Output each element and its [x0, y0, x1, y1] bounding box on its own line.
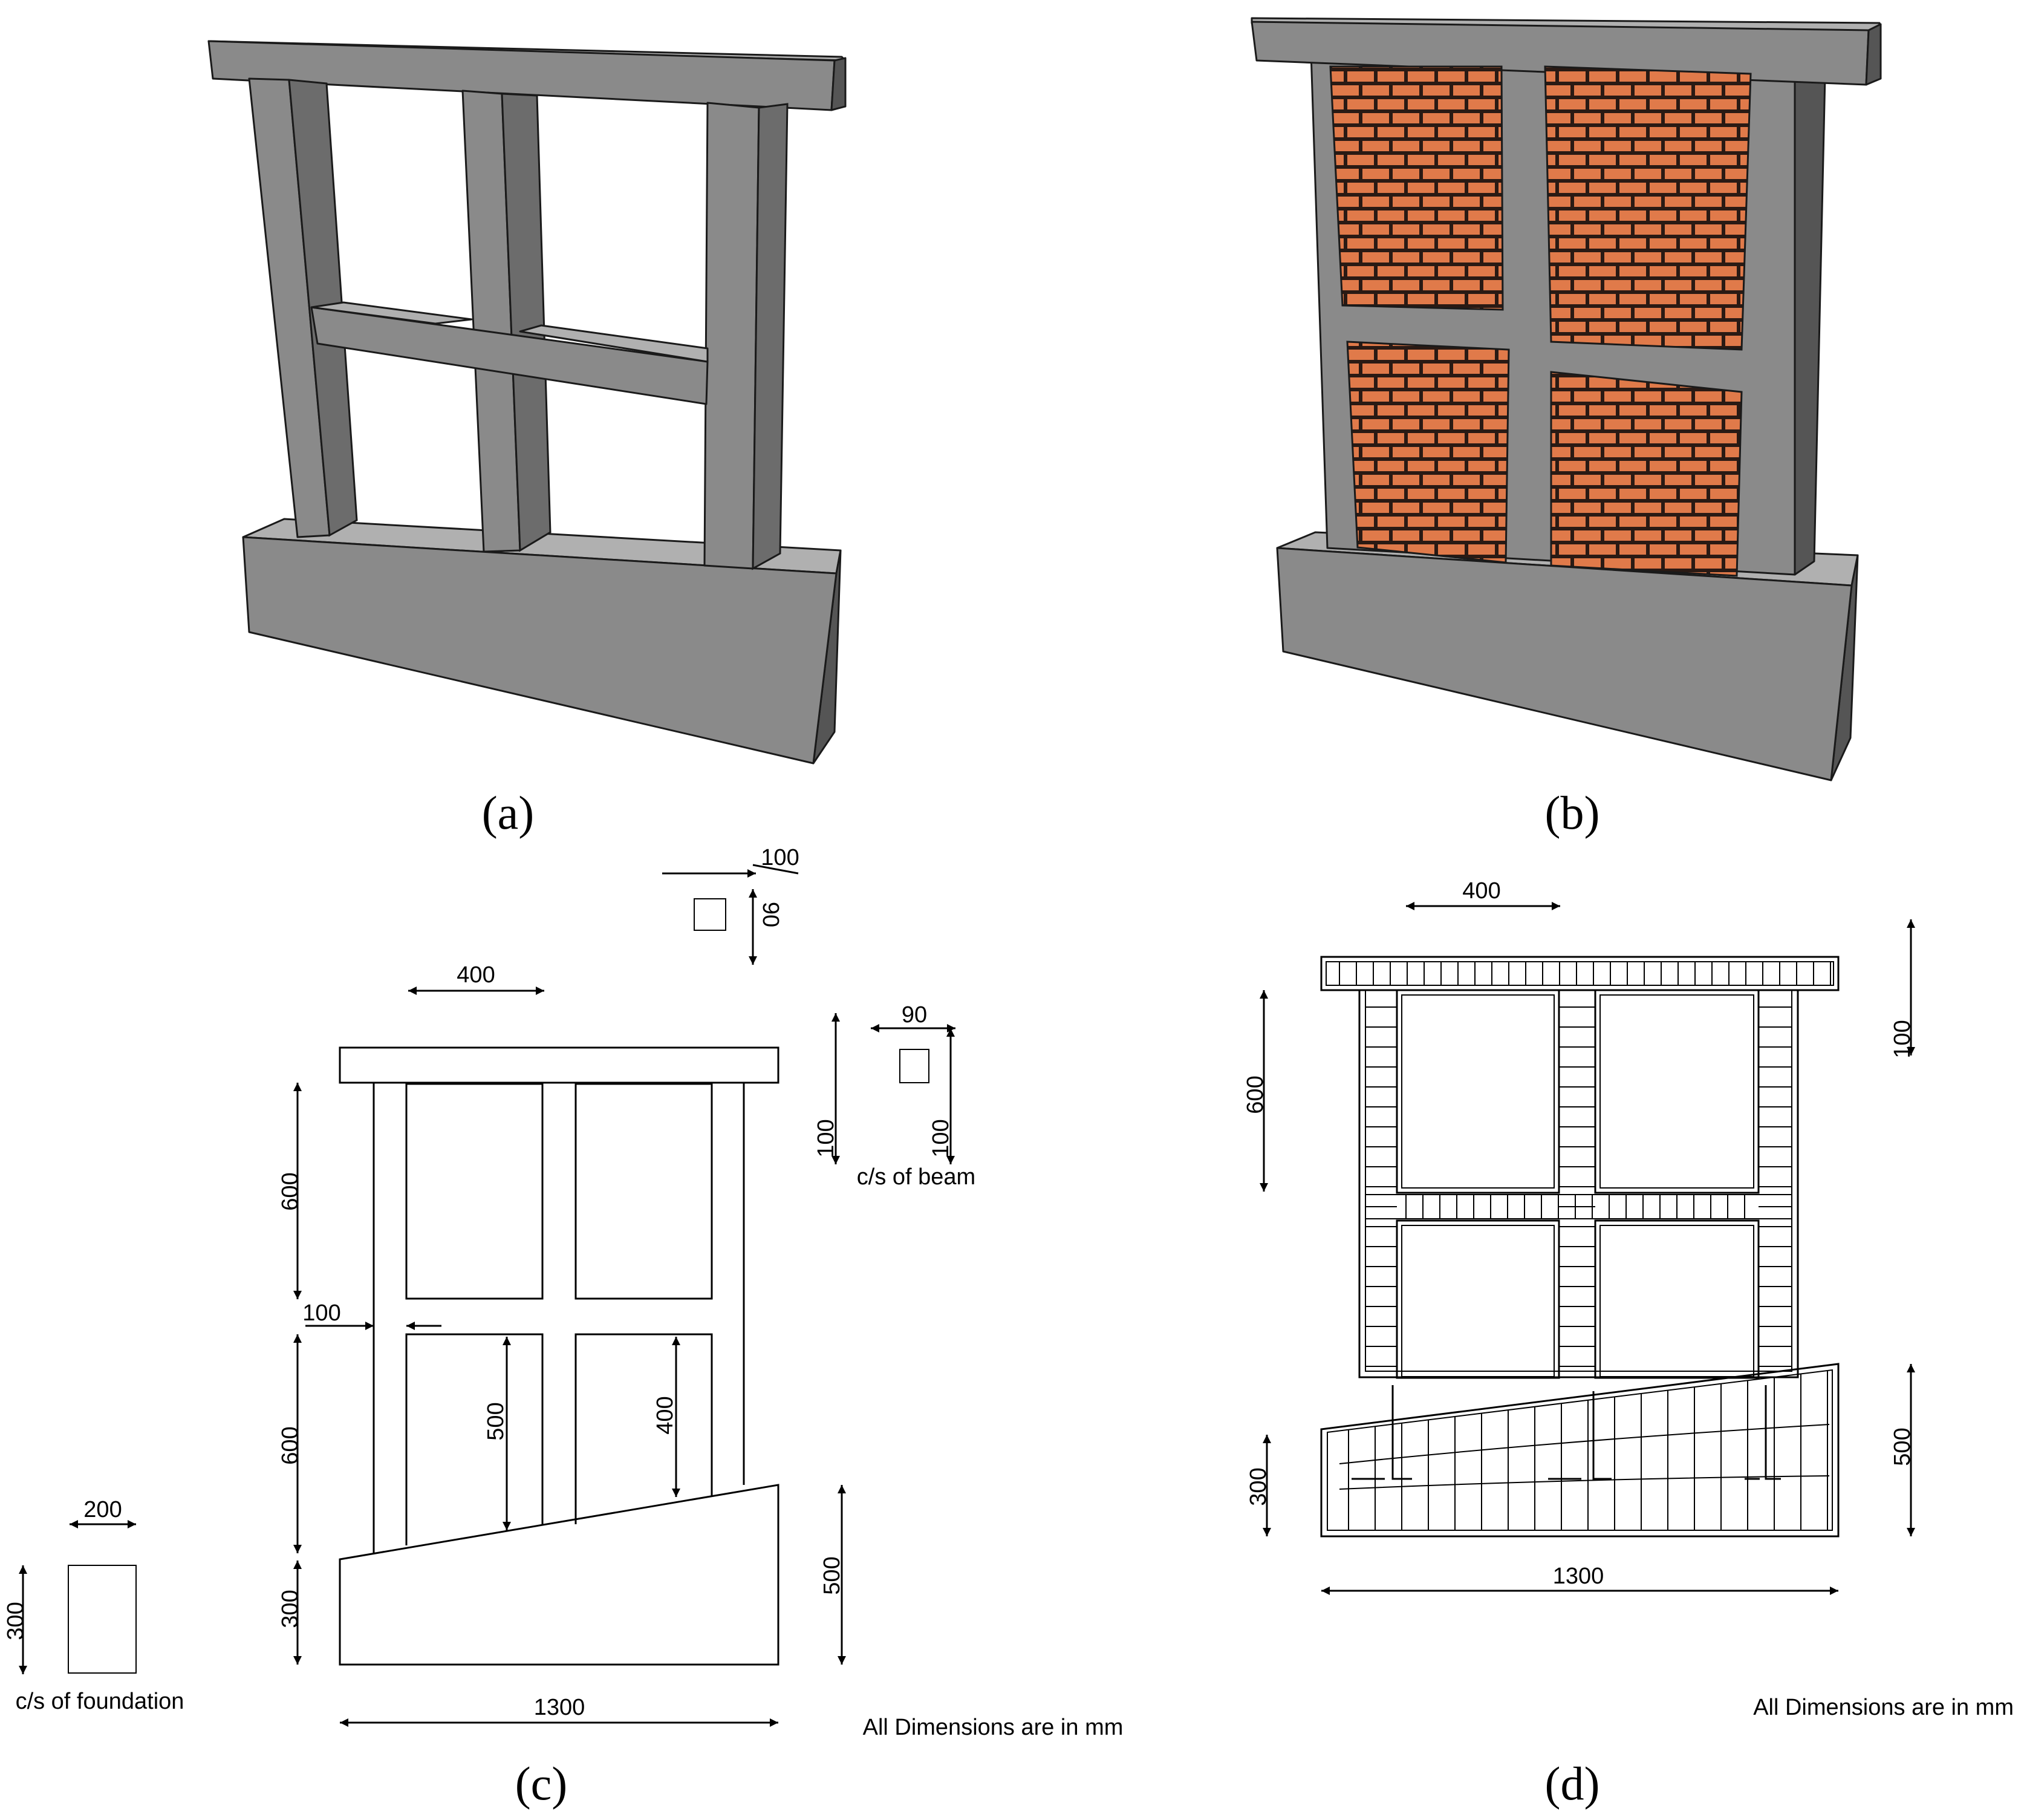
- opening-upper-right-inner: [1599, 994, 1754, 1189]
- foundation-stirrups: [1348, 1370, 1828, 1530]
- foundation-section-rect: [68, 1565, 137, 1674]
- opening-upper-right: [574, 1083, 713, 1300]
- panel-a-label: (a): [482, 786, 535, 839]
- dim-found-500: 500: [1890, 1427, 1915, 1466]
- panel-c-label: (c): [515, 1757, 568, 1810]
- foundation-cage: [1327, 1369, 1833, 1531]
- foundation-outline: [1320, 1363, 1840, 1538]
- column-dowel-right: [1745, 1385, 1781, 1480]
- opening-lower-right: [574, 1333, 713, 1524]
- mid-beam: [310, 306, 709, 405]
- dim-beam-100-left: 100: [813, 1119, 839, 1157]
- dim-col-100: 100: [302, 1300, 340, 1326]
- foundation-bar-top: [1339, 1424, 1830, 1464]
- mid-beam-top-left: [310, 301, 473, 325]
- dim-top-90: 90: [758, 902, 783, 927]
- dim-found-300: 300: [1246, 1467, 1271, 1505]
- column-right: [703, 102, 760, 570]
- dim-fcs-300: 300: [3, 1602, 28, 1640]
- top-beam-cage: [1326, 961, 1834, 986]
- frame-cage-outer: [1365, 990, 1792, 1372]
- opening-lower-left-inner: [1401, 1225, 1555, 1377]
- dim-beam-100-right: 100: [928, 1119, 954, 1157]
- opening-lower-left: [405, 1333, 544, 1545]
- beam-section-square: [899, 1049, 929, 1083]
- brick-infill-upper-right: [1544, 65, 1752, 351]
- dim-1300: 1300: [534, 1695, 585, 1720]
- opening-upper-left: [1396, 989, 1560, 1194]
- column-stirrups: [1365, 1006, 1792, 1367]
- dim-upper-600: 600: [278, 1172, 303, 1210]
- top-beam-side: [830, 57, 847, 111]
- beam-cs-caption: c/s of beam: [857, 1164, 975, 1190]
- dim-beam-90: 90: [902, 1002, 927, 1028]
- dim-400: 400: [1462, 878, 1500, 904]
- foundation-face: [1276, 547, 1853, 781]
- dim-100: 100: [1890, 1020, 1915, 1058]
- column-dowel-left: [1352, 1385, 1412, 1480]
- panel-c-note: All Dimensions are in mm: [863, 1715, 1124, 1740]
- dim-found-500: 500: [819, 1556, 845, 1594]
- dim-fcs-200: 200: [83, 1497, 122, 1522]
- foundation-outline: [339, 1484, 779, 1666]
- brick-infill-upper-left: [1329, 65, 1504, 311]
- foundation-bar-bottom: [1339, 1475, 1830, 1490]
- column-middle-side: [501, 93, 552, 552]
- foundation-face: [242, 536, 838, 765]
- mid-beam-top-right: [519, 324, 709, 363]
- column-right-side: [752, 103, 789, 570]
- opening-lower-right: [1594, 1219, 1760, 1379]
- frame-outer: [1358, 989, 1799, 1378]
- dim-500: 500: [483, 1402, 509, 1440]
- opening-lower-left: [1396, 1219, 1560, 1379]
- dim-1300: 1300: [1553, 1564, 1604, 1589]
- dim-lower-600: 600: [278, 1426, 303, 1464]
- panel-d-label: (d): [1545, 1757, 1600, 1810]
- frame-side: [1794, 71, 1826, 576]
- panel-d-reinforcement: 400 600 100 300 500 1300 All Dimensions …: [1243, 878, 2014, 1720]
- foundation-cs-caption: c/s of foundation: [16, 1689, 184, 1714]
- panel-d-note: All Dimensions are in mm: [1753, 1695, 2014, 1720]
- panel-a-frame-3d: [207, 40, 847, 765]
- top-beam-stirrups: [1339, 962, 1831, 985]
- brick-infill-lower-right: [1550, 371, 1743, 577]
- column-dowel-middle: [1548, 1391, 1612, 1480]
- dim-top-100: 100: [761, 845, 799, 870]
- opening-upper-right: [1594, 989, 1760, 1194]
- opening-upper-left-inner: [1401, 994, 1555, 1189]
- panel-b-frame-3d: [1251, 17, 1882, 781]
- opening-lower-right-inner: [1599, 1225, 1754, 1377]
- dim-ext-top-100: [752, 864, 799, 875]
- panel-c-elevation: 400 100 90 90 100 100 c/s of beam 600 10…: [3, 845, 1123, 1740]
- dim-400-opening: 400: [652, 1396, 678, 1434]
- opening-upper-left: [405, 1083, 544, 1300]
- small-section-square: [694, 898, 726, 931]
- top-beam-side: [1865, 23, 1882, 86]
- top-beam-outline: [339, 1046, 779, 1084]
- brick-infill-lower-left: [1346, 341, 1510, 564]
- dim-400: 400: [457, 962, 495, 988]
- panel-b-label: (b): [1545, 786, 1600, 839]
- dim-600: 600: [1243, 1075, 1268, 1114]
- dim-found-300: 300: [278, 1590, 303, 1628]
